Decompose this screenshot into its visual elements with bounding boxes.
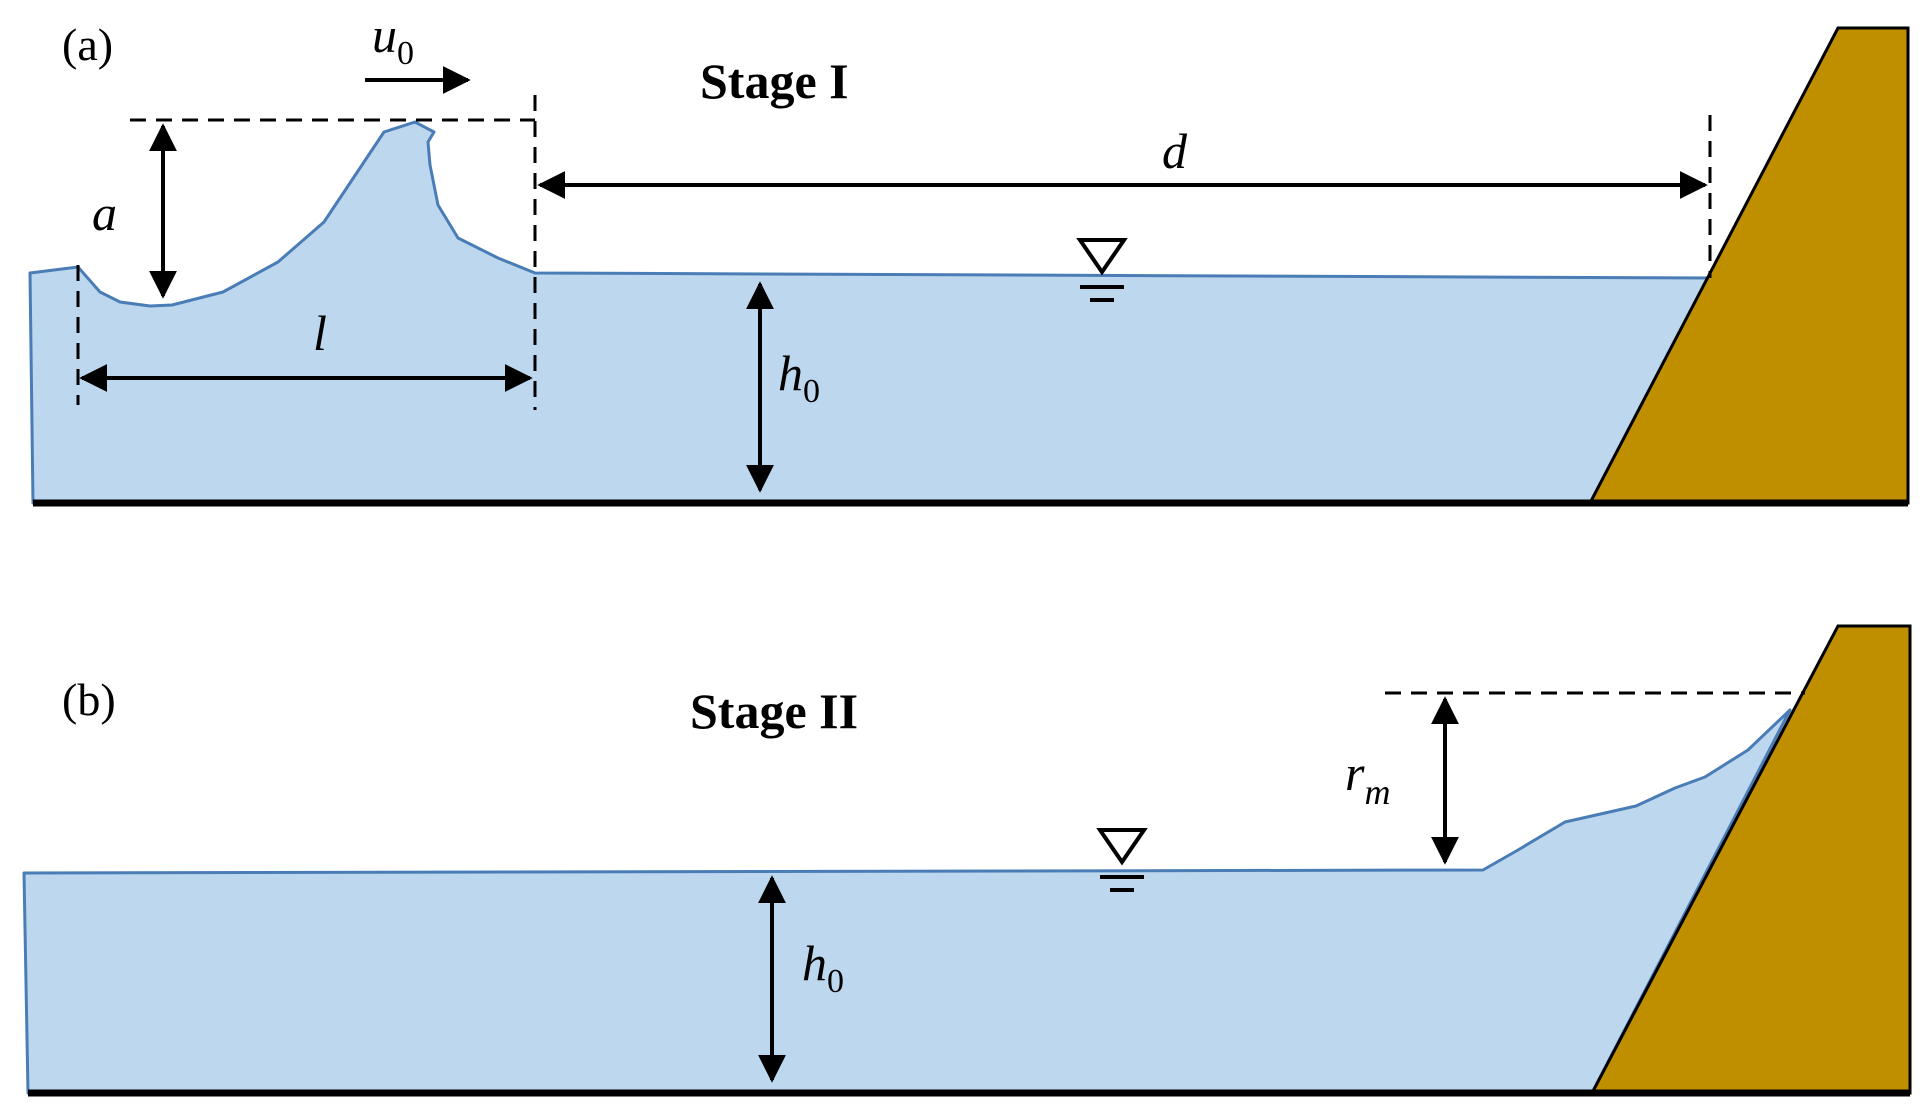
- panel-tag-b: (b): [62, 674, 116, 725]
- water-surface-triangle-icon: [1096, 828, 1148, 892]
- runup-label: rm: [1345, 745, 1390, 812]
- dam-a: [1587, 26, 1910, 505]
- velocity-label: u0: [372, 7, 414, 72]
- water-body-b: [22, 708, 1792, 1095]
- panel-tag-a: (a): [62, 19, 113, 70]
- panel-a: (a) Stage I u0 a l d h0: [28, 7, 1910, 507]
- amplitude-label: a: [92, 185, 117, 241]
- stage-title-a: Stage I: [700, 53, 849, 109]
- distance-label: d: [1162, 123, 1188, 179]
- panel-b: (b) Stage II rm h0: [22, 624, 1912, 1097]
- depth-label-a: h0: [778, 345, 820, 410]
- stage-title-b: Stage II: [690, 683, 858, 739]
- water-surface-triangle-icon: [1076, 238, 1128, 302]
- depth-label-b: h0: [802, 935, 844, 1000]
- water-body-a: [28, 120, 1714, 505]
- length-label: l: [313, 305, 327, 361]
